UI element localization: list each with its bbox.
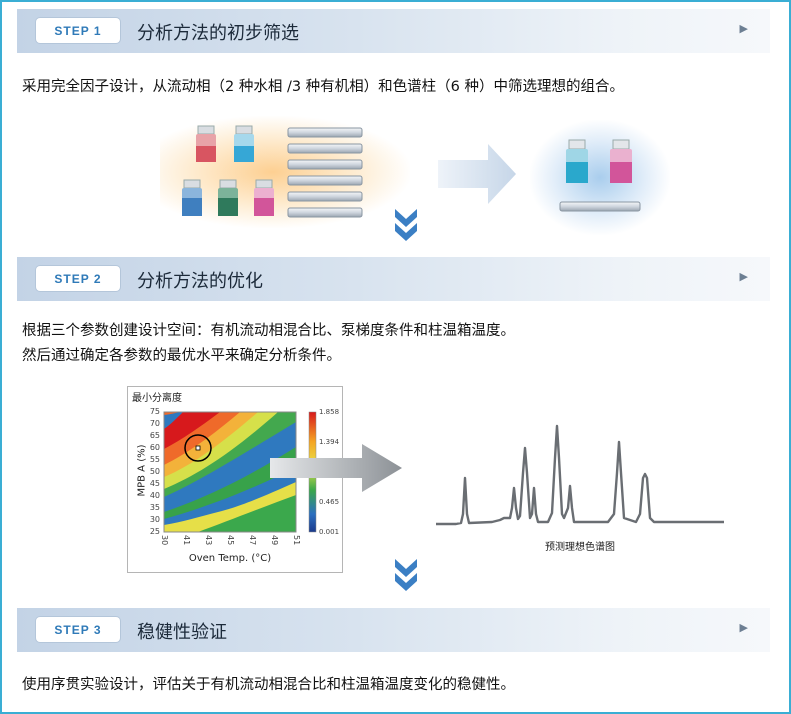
- y-tick-label: 65: [149, 431, 160, 440]
- step-1-header: STEP 1 分析方法的初步筛选 ▶: [17, 9, 770, 53]
- x-tick-label: 45: [226, 535, 235, 546]
- x-tick-label: 49: [270, 535, 279, 546]
- chromatogram-caption: 预测理想色谱图: [545, 542, 615, 553]
- triangle-right-icon: ▶: [739, 270, 748, 283]
- triangle-right-icon: ▶: [739, 621, 748, 634]
- colorbar-tick-label: 0.001: [319, 528, 340, 536]
- column-stack-icon: [287, 127, 363, 218]
- bottle-cyan-icon: [566, 139, 588, 183]
- step-2-description-line-1: 根据三个参数创建设计空间：有机流动相混合比、泵梯度条件和柱温箱温度。: [22, 323, 515, 339]
- step-3-title: 稳健性验证: [137, 622, 227, 643]
- x-tick-label: 30: [160, 535, 169, 546]
- y-tick-label: 70: [149, 419, 160, 428]
- step-2-title: 分析方法的优化: [137, 271, 263, 292]
- heatmap-title: 最小分离度: [132, 393, 182, 404]
- y-tick-label: 25: [149, 527, 160, 536]
- colorbar-tick-label: 0.465: [319, 498, 340, 506]
- chevron-down-icon: [392, 556, 420, 594]
- y-tick-label: 35: [149, 503, 160, 512]
- step-3-header: STEP 3 稳健性验证 ▶: [17, 608, 770, 652]
- triangle-right-icon: ▶: [739, 22, 748, 35]
- bottle-blue-icon: [234, 125, 254, 162]
- y-tick-label: 75: [149, 407, 160, 416]
- colorbar-tick-label: 1.858: [319, 408, 340, 416]
- bottle-magenta-icon: [610, 139, 632, 183]
- colorbar-tick-label: 1.394: [319, 438, 340, 446]
- selected-column-icon: [559, 201, 641, 212]
- optimum-marker: [184, 434, 212, 462]
- y-tick-label: 50: [149, 467, 160, 476]
- step-2-description-line-2: 然后通过确定各参数的最优水平来确定分析条件。: [22, 348, 341, 364]
- y-tick-label: 55: [149, 455, 160, 464]
- chevron-down-icon: [392, 206, 420, 244]
- bottle-green-icon: [218, 179, 238, 216]
- screening-illustration: [182, 125, 641, 218]
- y-axis-label: MPB A (%): [136, 444, 148, 497]
- result-glow: [530, 120, 670, 235]
- y-tick-label: 45: [149, 479, 160, 488]
- y-tick-label: 40: [149, 491, 160, 500]
- step-1-title: 分析方法的初步筛选: [137, 23, 299, 44]
- arrow-right-icon: [270, 444, 402, 492]
- bottle-pink-icon: [254, 179, 274, 216]
- x-axis-label: Oven Temp. (°C): [188, 553, 272, 564]
- x-tick-label: 47: [248, 535, 257, 546]
- step-3-badge: STEP 3: [36, 617, 120, 642]
- x-tick-label: 41: [182, 535, 191, 546]
- x-tick-label: 43: [204, 535, 213, 546]
- arrow-right-icon: [438, 144, 516, 204]
- step-1-badge: STEP 1: [36, 18, 120, 43]
- predicted-chromatogram: [436, 424, 724, 526]
- y-tick-label: 30: [149, 515, 160, 524]
- step-1-description: 采用完全因子设计，从流动相（2 种水相 /3 种有机相）和色谱柱（6 种）中筛选…: [22, 79, 624, 95]
- y-tick-label: 60: [149, 443, 160, 452]
- step-2-badge: STEP 2: [36, 266, 120, 291]
- bottle-navy-icon: [182, 179, 202, 216]
- bottle-red-icon: [196, 125, 216, 162]
- step-2-header: STEP 2 分析方法的优化 ▶: [17, 257, 770, 301]
- x-tick-label: 51: [292, 535, 301, 546]
- step-3-description: 使用序贯实验设计，评估关于有机流动相混合比和柱温箱温度变化的稳健性。: [22, 677, 515, 693]
